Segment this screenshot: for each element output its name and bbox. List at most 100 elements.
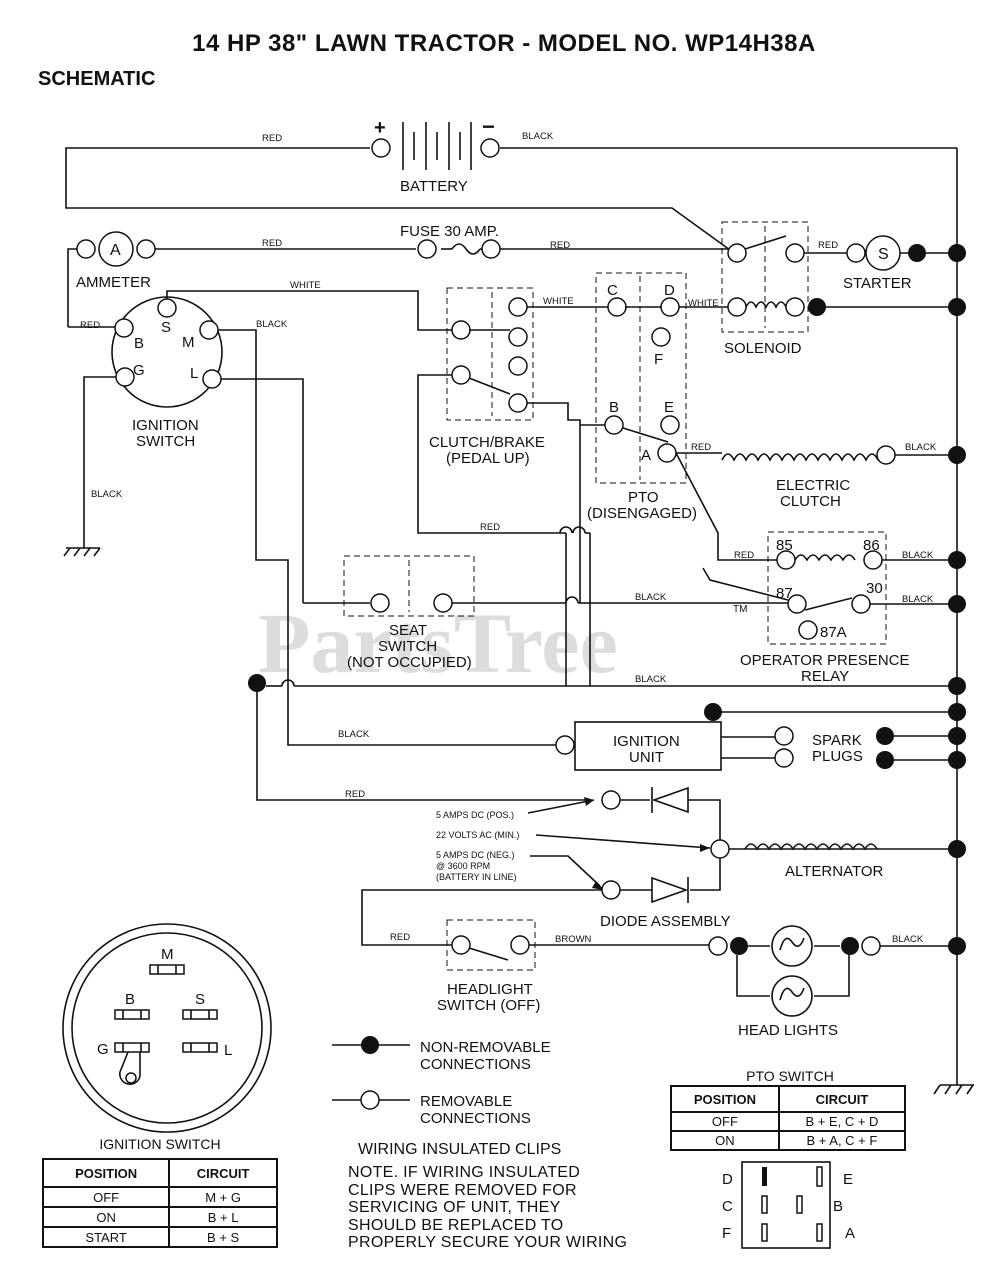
- pto-label-1: PTO: [628, 489, 659, 506]
- pto-table-header-position: POSITION: [670, 1085, 780, 1113]
- wire-label-white: WHITE: [688, 298, 719, 309]
- pto-table-cell: OFF: [670, 1111, 780, 1132]
- note-line: SHOULD BE REPLACED TO: [348, 1216, 564, 1234]
- wire-label-white: WHITE: [543, 296, 574, 307]
- wire-label-red: RED: [390, 932, 410, 943]
- relay-label-1: OPERATOR PRESENCE: [740, 652, 909, 669]
- ign-switch-label-1: IGNITION: [132, 417, 199, 434]
- relay-label-85: 85: [776, 537, 793, 554]
- battery-label: BATTERY: [400, 178, 468, 195]
- fuse-terminal-right: [481, 239, 501, 259]
- solenoid-label: SOLENOID: [724, 340, 802, 357]
- removable-icon: [360, 1090, 380, 1110]
- ignition-switch-connector: M B S G L: [62, 923, 272, 1133]
- ign-label-m: M: [182, 334, 195, 351]
- fuse-terminal-left: [417, 239, 437, 259]
- pto-conn-pin-c: C: [722, 1198, 733, 1215]
- solenoid-terminal-in: [727, 243, 747, 263]
- headlight-switch-label-2: SWITCH (OFF): [437, 997, 540, 1014]
- ground-connections: [948, 244, 966, 955]
- note-line: PROPERLY SECURE YOUR WIRING: [348, 1234, 628, 1251]
- ign-label-g: G: [133, 362, 145, 379]
- wiring-note: NOTE. IF WIRING INSULATED CLIPS WERE REM…: [348, 1164, 627, 1252]
- clutch-brake-label-2: (PEDAL UP): [446, 450, 530, 467]
- ign-table-cell: ON: [41, 1206, 171, 1228]
- wire-label-black: BLACK: [635, 592, 667, 603]
- alternator-label: ALTERNATOR: [785, 863, 884, 880]
- wire-label-black: BLACK: [256, 319, 288, 330]
- ignition-switch-table: POSITION CIRCUIT OFF M + G ON B + L STAR…: [41, 1158, 278, 1248]
- battery-negative-terminal: [480, 138, 500, 158]
- pto-label-b: B: [609, 399, 619, 416]
- wire-label-red: RED: [818, 240, 838, 251]
- pto-conn-pin-d: D: [722, 1171, 733, 1188]
- clutch-brake-label-1: CLUTCH/BRAKE: [429, 434, 545, 451]
- solenoid-box: [721, 221, 809, 333]
- wire-label-black: BLACK: [905, 442, 937, 453]
- ammeter-terminal-left: [76, 239, 96, 259]
- ign-terminal-b: [114, 318, 134, 338]
- ammeter-icon: [98, 231, 134, 267]
- lower-bus: BLACK RED: [248, 674, 957, 801]
- relay-label-30: 30: [866, 580, 883, 597]
- conn-pin-g: G: [97, 1041, 109, 1058]
- alt-note-3: 5 AMPS DC (NEG.): [436, 850, 515, 860]
- pto-table-cell: B + E, C + D: [777, 1111, 907, 1132]
- ammeter-terminal-right: [136, 239, 156, 259]
- wire-label-black: BLACK: [522, 131, 554, 142]
- ign-switch-label-2: SWITCH: [136, 433, 195, 450]
- headlight-circuit: RED BROWN HEADLIGHT SWITCH (OFF) BLACK H…: [390, 919, 957, 1039]
- ignition-unit-label-1: IGNITION: [613, 733, 680, 750]
- electric-clutch-label-1: ELECTRIC: [776, 477, 850, 494]
- alt-note-4: @ 3600 RPM: [436, 861, 490, 871]
- ignition-connector-title: IGNITION SWITCH: [99, 1136, 221, 1152]
- starter-symbol: S: [878, 246, 889, 263]
- wire-label-red: RED: [480, 522, 500, 533]
- battery-plus-sign: +: [374, 117, 386, 139]
- relay-label-86: 86: [863, 537, 880, 554]
- ign-terminal-m: [199, 320, 219, 340]
- alt-note-1: 5 AMPS DC (POS.): [436, 810, 514, 820]
- ignition-unit: BLACK IGNITION UNIT SPARK PLUGS: [338, 721, 957, 771]
- conn-pin-s: S: [195, 991, 205, 1008]
- wire-label-black: BLACK: [892, 934, 924, 945]
- ign-table-header-circuit: CIRCUIT: [168, 1158, 278, 1188]
- wire-label-black: BLACK: [902, 594, 934, 605]
- pto-connector: D E C B F A: [722, 1161, 855, 1249]
- wire-label-black: BLACK: [91, 489, 123, 500]
- pto-conn-pin-f: F: [722, 1225, 731, 1242]
- legend-non-removable-2: CONNECTIONS: [420, 1056, 531, 1073]
- pto-label-c: C: [607, 282, 618, 299]
- legend: NON-REMOVABLE CONNECTIONS REMOVABLE CONN…: [332, 1036, 551, 1127]
- legend-removable-2: CONNECTIONS: [420, 1110, 531, 1127]
- operator-presence-relay: 85 86 BLACK 87 30 87A BLACK OPERATOR PRE…: [702, 531, 957, 685]
- battery: + − BATTERY RED BLACK: [65, 114, 957, 251]
- pto-table-title: PTO SWITCH: [746, 1068, 834, 1084]
- legend-non-removable-1: NON-REMOVABLE: [420, 1039, 551, 1056]
- solenoid-coil-terminal: [727, 297, 747, 317]
- battery-minus-sign: −: [482, 114, 495, 139]
- pto-label-2: (DISENGAGED): [587, 505, 697, 522]
- pto-conn-pin-e: E: [843, 1171, 853, 1188]
- ign-table-cell: B + L: [168, 1206, 278, 1228]
- ignition-unit-label-2: UNIT: [629, 749, 664, 766]
- pto-label-e: E: [664, 399, 674, 416]
- fuse-label: FUSE 30 AMP.: [400, 223, 499, 240]
- electric-clutch-label-2: CLUTCH: [780, 493, 841, 510]
- pto-label-f: F: [654, 351, 663, 368]
- wire-label-red: RED: [734, 550, 754, 561]
- wire-label-red: RED: [550, 240, 570, 251]
- alt-note-5: (BATTERY IN LINE): [436, 872, 517, 882]
- alt-note-2: 22 VOLTS AC (MIN.): [436, 830, 519, 840]
- main-power-circuit: A AMMETER FUSE 30 AMP. RED RED SOLENOID …: [67, 221, 957, 357]
- pto-label-a: A: [641, 447, 651, 464]
- spark-plugs-label-2: PLUGS: [812, 748, 863, 765]
- ign-terminal-g: [115, 367, 135, 387]
- non-removable-icon: [361, 1036, 379, 1054]
- seat-switch-label-1: SEAT: [389, 622, 427, 639]
- conn-pin-m: M: [161, 946, 174, 963]
- wire-label-black: BLACK: [338, 729, 370, 740]
- wire-label-red: RED: [691, 442, 711, 453]
- note-line: CLIPS WERE REMOVED FOR: [348, 1181, 577, 1199]
